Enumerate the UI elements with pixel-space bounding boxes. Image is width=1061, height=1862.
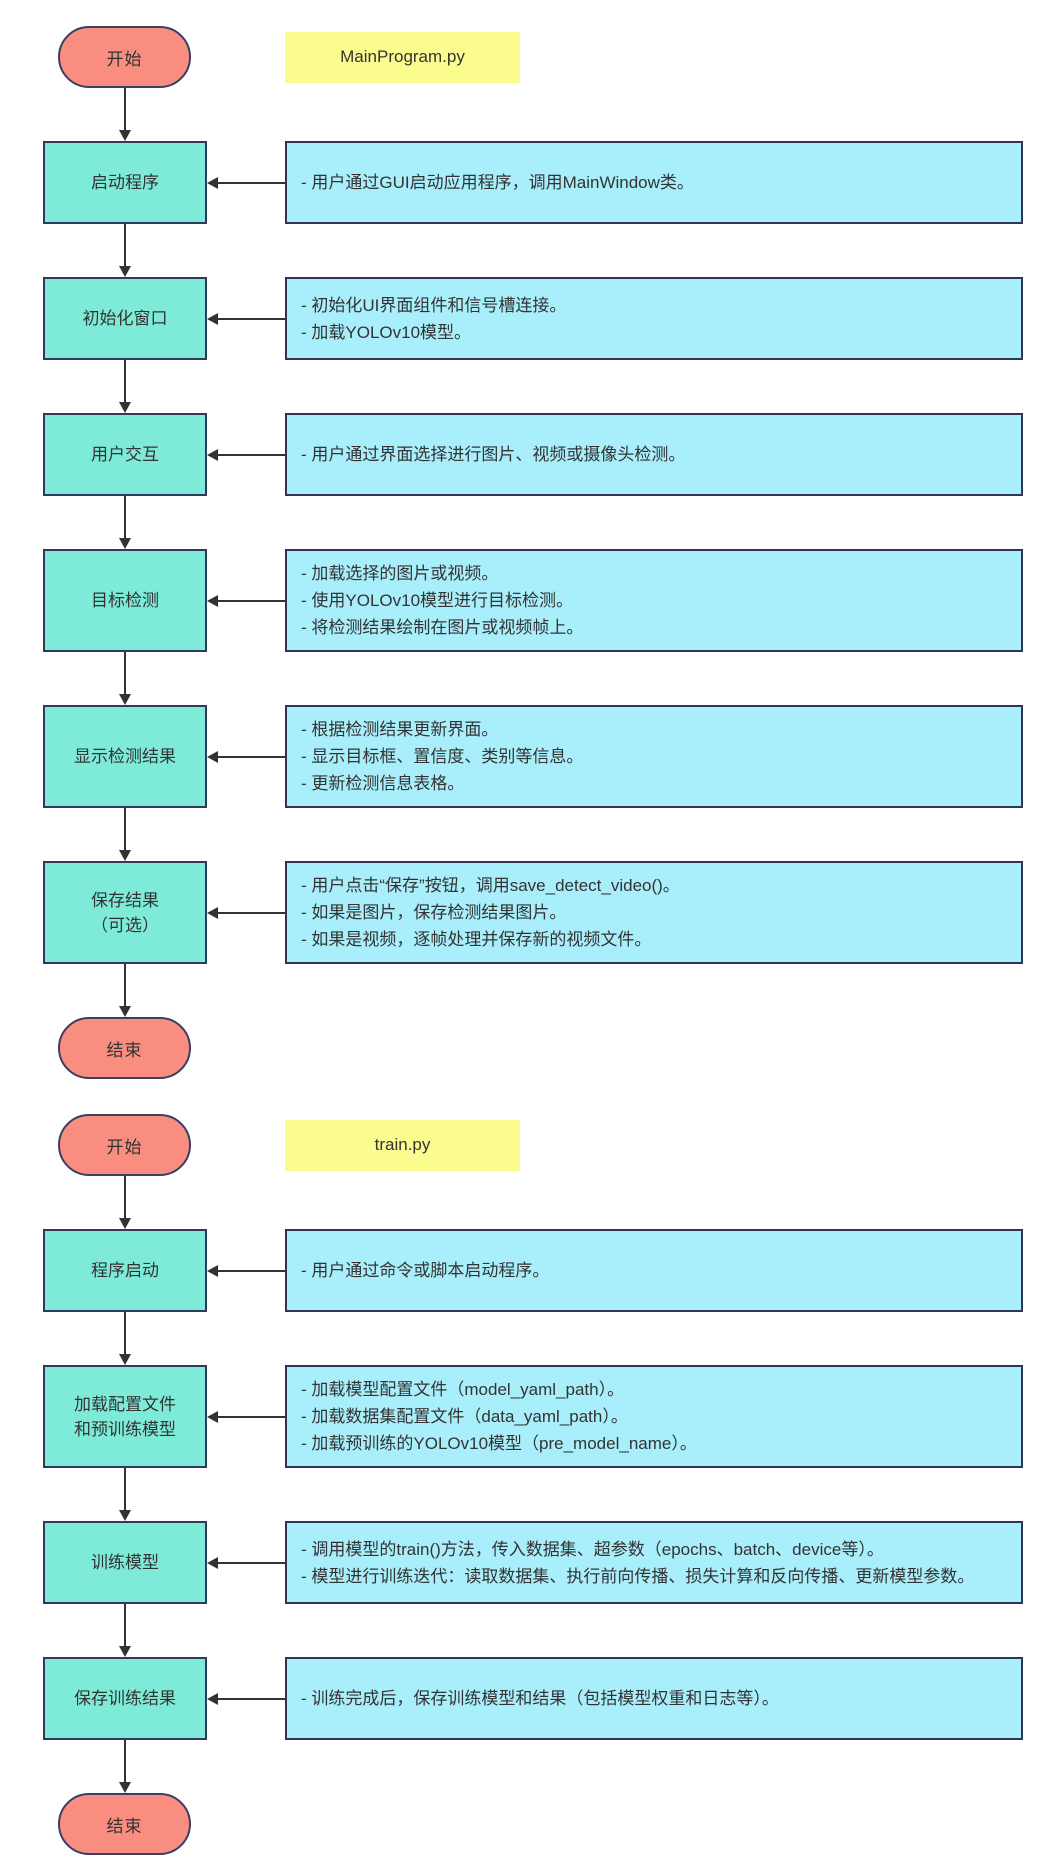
arrow-down-icon: [43, 964, 207, 1017]
description-line: - 加载模型配置文件（model_yaml_path）。: [301, 1380, 625, 1399]
steps-container: 启动程序 - 用户通过GUI启动应用程序，调用MainWindow类。 初始化窗…: [0, 88, 1061, 964]
description-box: - 用户点击“保存”按钮，调用save_detect_video()。 - 如果是…: [285, 861, 1023, 964]
process-node: 保存训练结果: [43, 1657, 207, 1740]
chart-footer-row: 结束: [0, 1793, 1061, 1855]
description-line: - 使用YOLOv10模型进行目标检测。: [301, 591, 574, 610]
start-node: 开始: [58, 26, 191, 88]
steps-container: 程序启动 - 用户通过命令或脚本启动程序。 加载配置文件 和预训练模型 - 加载…: [0, 1176, 1061, 1740]
step-row: 目标检测 - 加载选择的图片或视频。- 使用YOLOv10模型进行目标检测。- …: [43, 549, 1061, 652]
end-node: 结束: [58, 1017, 191, 1079]
description-line: - 用户通过GUI启动应用程序，调用MainWindow类。: [301, 173, 694, 192]
description-line: - 加载YOLOv10模型。: [301, 322, 472, 342]
chart-header-row: 开始 MainProgram.py: [0, 26, 1061, 88]
arrow-down-icon: [43, 1468, 207, 1521]
description-line: - 将检测结果绘制在图片或视频帧上。: [301, 618, 584, 637]
description-box: - 调用模型的train()方法，传入数据集、超参数（epochs、batch、…: [285, 1521, 1023, 1604]
description-line: - 更新检测信息表格。: [301, 774, 465, 793]
description-line: - 加载选择的图片或视频。: [301, 564, 499, 583]
flowchart: 开始 MainProgram.py 启动程序 - 用户通过GUI启动应用程序，调…: [0, 26, 1061, 1079]
description-box: - 训练完成后，保存训练模型和结果（包括模型权重和日志等）。: [285, 1657, 1023, 1740]
start-node: 开始: [58, 1114, 191, 1176]
description-box: - 加载选择的图片或视频。 - 使用YOLOv10模型进行目标检测。 - 将检测结果…: [285, 549, 1023, 652]
flow-step: 保存训练结果 - 训练完成后，保存训练模型和结果（包括模型权重和日志等）。: [0, 1604, 1061, 1740]
chart-header-row: 开始 train.py: [0, 1114, 1061, 1176]
step-row: 显示检测结果 - 根据检测结果更新界面。- 显示目标框、置信度、类别等信息。- …: [43, 705, 1061, 808]
process-node: 加载配置文件 和预训练模型: [43, 1365, 207, 1468]
arrow-down-icon: [43, 1740, 207, 1793]
arrow-down-icon: [43, 808, 207, 861]
arrow-down-icon: [43, 652, 207, 705]
step-row: 启动程序 - 用户通过GUI启动应用程序，调用MainWindow类。: [43, 141, 1061, 224]
flowchart: 开始 train.py 程序启动 - 用户通过命令或脚本启动程序。 加载配置文件…: [0, 1114, 1061, 1855]
arrow-left-icon: [207, 705, 285, 808]
flow-step: 训练模型 - 调用模型的train()方法，传入数据集、超参数（epochs、b…: [0, 1468, 1061, 1604]
arrow-down-icon: [43, 1312, 207, 1365]
arrow-down-icon: [43, 1176, 207, 1229]
description-line: - 训练完成后，保存训练模型和结果（包括模型权重和日志等）。: [301, 1689, 779, 1708]
process-node: 程序启动: [43, 1229, 207, 1312]
description-line: - 用户通过命令或脚本启动程序。: [301, 1261, 550, 1280]
chart-title: train.py: [285, 1119, 520, 1171]
process-node: 训练模型: [43, 1521, 207, 1604]
step-row: 加载配置文件 和预训练模型 - 加载模型配置文件（model_yaml_path…: [43, 1365, 1061, 1468]
description-box: - 用户通过命令或脚本启动程序。: [285, 1229, 1023, 1312]
description-line: - 初始化UI界面组件和信号槽连接。: [301, 295, 567, 315]
step-row: 初始化窗口 - 初始化UI界面组件和信号槽连接。 - 加载YOLOv10模型。: [43, 277, 1061, 360]
flow-step: 启动程序 - 用户通过GUI启动应用程序，调用MainWindow类。: [0, 88, 1061, 224]
description-line: - 加载预训练的YOLOv10模型（pre_model_name）。: [301, 1434, 697, 1453]
process-node: 初始化窗口: [43, 277, 207, 360]
description-box: - 加载模型配置文件（model_yaml_path）。 - 加载数据集配置文件（…: [285, 1365, 1023, 1468]
step-row: 程序启动 - 用户通过命令或脚本启动程序。: [43, 1229, 1061, 1312]
description-line: - 模型进行训练迭代：读取数据集、执行前向传播、损失计算和反向传播、更新模型参数…: [301, 1566, 975, 1586]
process-node: 目标检测: [43, 549, 207, 652]
step-row: 用户交互 - 用户通过界面选择进行图片、视频或摄像头检测。: [43, 413, 1061, 496]
description-box: - 初始化UI界面组件和信号槽连接。 - 加载YOLOv10模型。: [285, 277, 1023, 360]
flow-step: 用户交互 - 用户通过界面选择进行图片、视频或摄像头检测。: [0, 360, 1061, 496]
flow-step: 加载配置文件 和预训练模型 - 加载模型配置文件（model_yaml_path…: [0, 1312, 1061, 1468]
process-node: 用户交互: [43, 413, 207, 496]
process-node: 启动程序: [43, 141, 207, 224]
step-row: 训练模型 - 调用模型的train()方法，传入数据集、超参数（epochs、b…: [43, 1521, 1061, 1604]
process-node: 显示检测结果: [43, 705, 207, 808]
description-box: - 用户通过GUI启动应用程序，调用MainWindow类。: [285, 141, 1023, 224]
arrow-left-icon: [207, 1521, 285, 1604]
arrow-left-icon: [207, 413, 285, 496]
chart-title: MainProgram.py: [285, 31, 520, 83]
chart-footer-row: 结束: [0, 1017, 1061, 1079]
arrow-left-icon: [207, 549, 285, 652]
description-line: - 用户通过界面选择进行图片、视频或摄像头检测。: [301, 445, 686, 464]
description-line: - 用户点击“保存”按钮，调用save_detect_video()。: [301, 876, 680, 895]
arrow-down-icon: [43, 88, 207, 141]
flow-step: 保存结果 （可选） - 用户点击“保存”按钮，调用save_detect_vid…: [0, 808, 1061, 964]
arrow-down-icon: [43, 1604, 207, 1657]
arrow-down-icon: [43, 360, 207, 413]
description-line: - 加载数据集配置文件（data_yaml_path）。: [301, 1407, 628, 1426]
arrow-left-icon: [207, 141, 285, 224]
step-row: 保存结果 （可选） - 用户点击“保存”按钮，调用save_detect_vid…: [43, 861, 1061, 964]
description-line: - 如果是视频，逐帧处理并保存新的视频文件。: [301, 930, 652, 949]
arrow-left-icon: [207, 1657, 285, 1740]
flow-step: 显示检测结果 - 根据检测结果更新界面。- 显示目标框、置信度、类别等信息。- …: [0, 652, 1061, 808]
flow-step: 初始化窗口 - 初始化UI界面组件和信号槽连接。 - 加载YOLOv10模型。: [0, 224, 1061, 360]
description-box: - 用户通过界面选择进行图片、视频或摄像头检测。: [285, 413, 1023, 496]
description-box: - 根据检测结果更新界面。 - 显示目标框、置信度、类别等信息。 - 更新检测信息表…: [285, 705, 1023, 808]
step-row: 保存训练结果 - 训练完成后，保存训练模型和结果（包括模型权重和日志等）。: [43, 1657, 1061, 1740]
flow-step: 程序启动 - 用户通过命令或脚本启动程序。: [0, 1176, 1061, 1312]
arrow-left-icon: [207, 1229, 285, 1312]
process-node: 保存结果 （可选）: [43, 861, 207, 964]
description-line: - 如果是图片，保存检测结果图片。: [301, 903, 567, 922]
description-line: - 根据检测结果更新界面。: [301, 720, 499, 739]
arrow-down-icon: [43, 224, 207, 277]
flow-step: 目标检测 - 加载选择的图片或视频。- 使用YOLOv10模型进行目标检测。- …: [0, 496, 1061, 652]
arrow-down-icon: [43, 496, 207, 549]
arrow-left-icon: [207, 277, 285, 360]
description-line: - 显示目标框、置信度、类别等信息。: [301, 747, 584, 766]
arrow-left-icon: [207, 1365, 285, 1468]
arrow-left-icon: [207, 861, 285, 964]
end-node: 结束: [58, 1793, 191, 1855]
description-line: - 调用模型的train()方法，传入数据集、超参数（epochs、batch、…: [301, 1539, 884, 1559]
